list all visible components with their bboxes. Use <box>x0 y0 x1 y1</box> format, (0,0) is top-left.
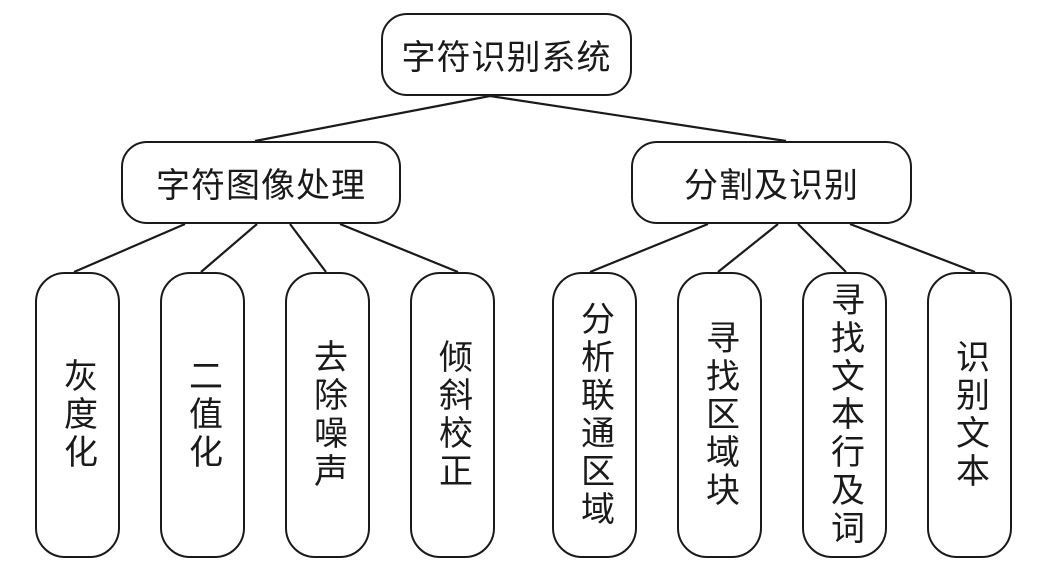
leaf-label: 分析联通区域 <box>574 301 615 529</box>
connector-right-leaf-6 <box>797 223 847 273</box>
leaf-node-find-lines-words: 寻找文本行及词 <box>802 272 887 558</box>
connector-right-leaf-5 <box>717 223 779 273</box>
leaf-node-denoise: 去除噪声 <box>285 272 370 558</box>
connector-left-leaf-1 <box>200 223 258 273</box>
leaf-node-binarization: 二值化 <box>160 272 245 558</box>
leaf-label: 去除噪声 <box>307 339 348 491</box>
root-node: 字符识别系统 <box>381 13 632 96</box>
leaf-node-grayscale: 灰度化 <box>35 272 120 558</box>
leaf-label: 灰度化 <box>57 358 98 472</box>
leaf-node-connected-regions: 分析联通区域 <box>552 272 637 558</box>
leaf-node-recognize-text: 识别文本 <box>927 272 1012 558</box>
leaf-node-find-blocks: 寻找区域块 <box>677 272 762 558</box>
leaf-label: 二值化 <box>182 358 223 472</box>
leaf-label: 识别文本 <box>949 339 990 491</box>
leaf-label: 寻找区域块 <box>699 320 740 510</box>
leaf-node-deskew: 倾斜校正 <box>410 272 495 558</box>
connector-right-leaf-7 <box>849 222 976 274</box>
branch-label: 字符图像处理 <box>156 166 366 206</box>
leaf-label: 倾斜校正 <box>432 339 473 491</box>
branch-node-image-processing: 字符图像处理 <box>121 141 401 224</box>
branch-node-segmentation-recognition: 分割及识别 <box>631 141 912 224</box>
connector-left-leaf-2 <box>289 223 327 273</box>
branch-label: 分割及识别 <box>684 166 859 206</box>
connector-left-leaf-3 <box>339 222 459 274</box>
connector-left-leaf-0 <box>73 222 186 274</box>
root-label: 字符识别系统 <box>401 38 612 78</box>
leaf-label: 寻找文本行及词 <box>824 282 865 548</box>
connector-right-leaf-4 <box>589 222 709 274</box>
connector-root-right <box>489 94 787 143</box>
connector-root-left <box>254 94 491 143</box>
